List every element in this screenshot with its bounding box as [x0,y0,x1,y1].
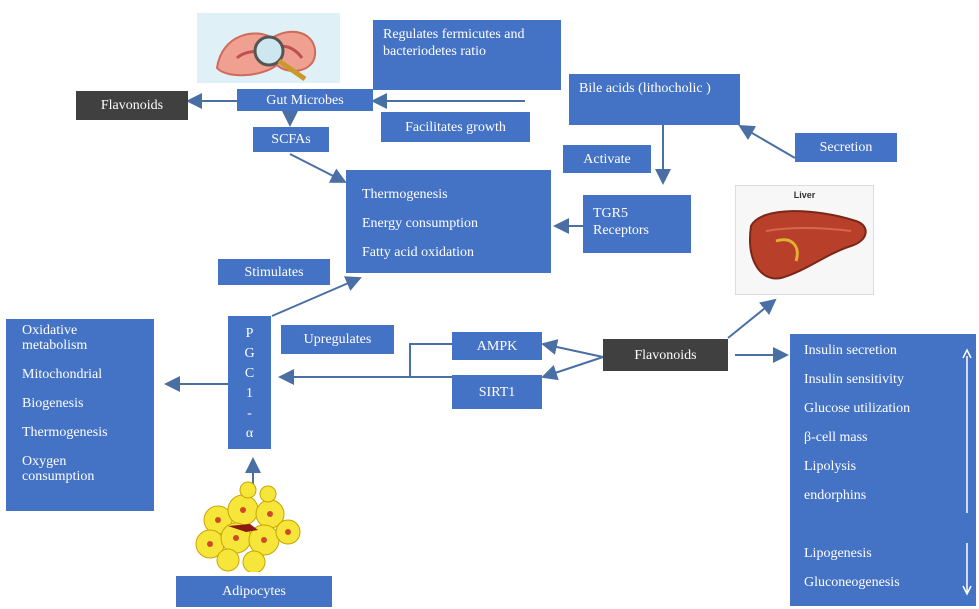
flavonoids-top-box: Flavonoids [76,91,188,120]
arrow-flavonoids-to-liver [727,298,777,339]
pgc1a-letter: P [245,326,254,341]
liver-icon [749,210,867,280]
insulin-item: Glucose utilization [804,401,911,416]
effect-fatty-acid-oxidation: Fatty acid oxidation [362,245,474,260]
stimulates-box: Stimulates [218,259,330,285]
secretion-box: Secretion [795,133,897,162]
gut-icon [197,13,340,83]
arrow-scfas-to-effects [289,153,347,183]
insulin-item: β-cell mass [804,430,868,445]
arrow-liver-to-bile [738,124,796,159]
regulates-ratio-box: Regulates fermicutes and bacteriodetes r… [373,20,561,90]
flavonoids-mid-box: Flavonoids [603,339,728,371]
fat-cells-icon [195,481,301,574]
adipocytes-image [188,480,308,574]
insulin-item: Insulin sensitivity [804,372,904,387]
insulin-item: Gluconeogenesis [804,575,900,590]
insulin-effects-box: Insulin secretion Insulin sensitivity Gl… [790,334,976,606]
effect-energy-consumption: Energy consumption [362,216,479,231]
oxidative-item: Oxidative metabolism [22,323,88,353]
liver-image: Liver [735,185,874,295]
insulin-item: Lipolysis [804,459,857,474]
bile-acids-box: Bile acids (lithocholic ) [569,74,740,125]
gut-microbiome-image [197,13,340,83]
oxidative-item: Biogenesis [22,396,84,411]
arrow-pgc-to-effects [271,276,362,317]
sirt1-box: SIRT1 [452,375,542,409]
upregulates-box: Upregulates [281,325,394,354]
oxidative-item: Oxygen consumption [22,454,95,484]
effect-thermogenesis: Thermogenesis [362,187,448,202]
up-down-arrows-icon [962,348,972,596]
insulin-item-spacer [804,517,962,532]
oxidative-item: Mitochondrial [22,367,103,382]
facilitates-growth-box: Facilitates growth [381,112,530,142]
arrow-flavonoids-to-sirt1 [541,356,604,381]
insulin-item: Lipogenesis [804,546,872,561]
insulin-item: endorphins [804,488,867,503]
pgc1a-box: P G C 1 - α [228,316,271,449]
bracket-ampk-sirt1 [409,343,452,378]
ampk-box: AMPK [452,332,542,360]
pgc1a-letter: α [245,426,254,441]
liver-label: Liver [793,190,816,200]
insulin-item: Insulin secretion [804,343,897,358]
gut-microbes-box: Gut Microbes [237,89,373,111]
scfas-box: SCFAs [253,127,329,152]
tgr5-receptors-box: TGR5 Receptors [583,195,691,253]
pgc1a-letter: 1 [246,386,253,401]
pgc1a-letter: C [244,366,255,381]
pgc1a-letter: - [247,406,252,421]
oxidative-metabolism-box: Oxidative metabolism Mitochondrial Bioge… [6,319,154,511]
oxidative-item: Thermogenesis [22,425,108,440]
pgc1a-letter: G [244,346,255,361]
arrow-flavonoids-to-ampk [541,339,604,358]
adipocytes-box: Adipocytes [176,576,332,607]
activate-box: Activate [563,145,651,173]
effects-center-box: Thermogenesis Energy consumption Fatty a… [346,170,551,273]
